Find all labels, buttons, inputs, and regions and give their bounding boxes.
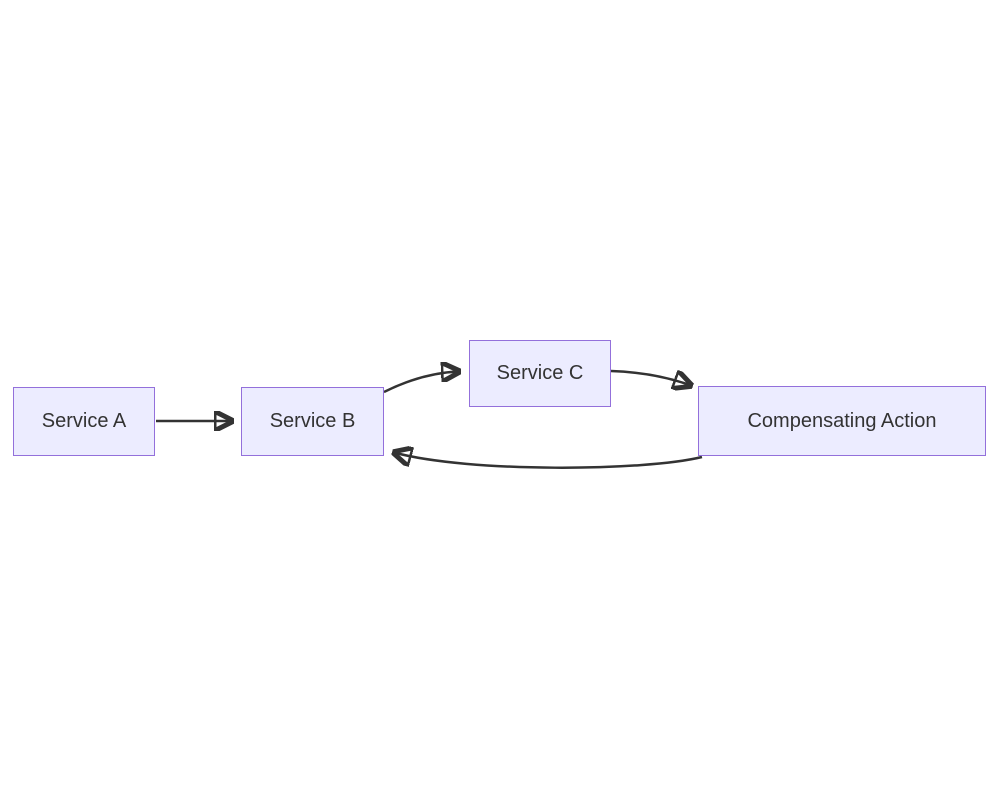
node-service-a-label: Service A (41, 410, 127, 432)
edge-service-c-to-compensating-action (610, 369, 691, 386)
node-service-a: Service A (13, 387, 155, 456)
node-compensating-action: Compensating Action (698, 386, 986, 456)
edge-service-b-to-service-c (383, 372, 459, 394)
edge-compensating-action-to-service-b (394, 453, 703, 469)
node-service-b-label: Service B (269, 410, 356, 432)
node-service-c: Service C (469, 340, 611, 407)
node-service-c-label: Service C (496, 362, 584, 384)
node-compensating-action-label: Compensating Action (747, 409, 937, 432)
node-service-b: Service B (241, 387, 384, 456)
